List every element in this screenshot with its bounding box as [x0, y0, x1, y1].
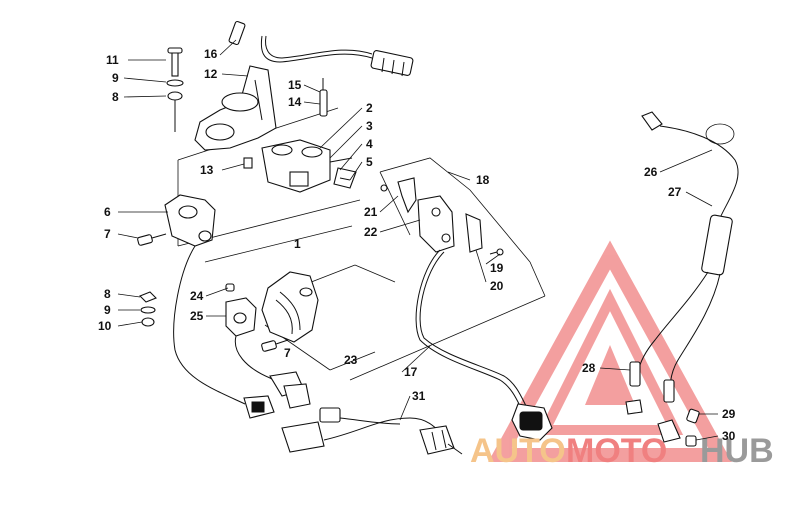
watermark-text: AUTO MOTO HUB — [470, 432, 774, 470]
label-part-22: 22 — [364, 225, 378, 239]
label-part-14: 14 — [288, 95, 302, 109]
watermark-hub: HUB — [700, 432, 774, 470]
label-part-30: 30 — [722, 429, 736, 443]
label-part-31: 31 — [412, 389, 426, 403]
label-part-19: 19 — [490, 261, 504, 275]
label-part-26: 26 — [644, 165, 658, 179]
sensor-part-25 — [225, 297, 257, 337]
nut-part-8-lower — [139, 291, 157, 303]
screw-part-24 — [225, 283, 235, 292]
label-part-3: 3 — [366, 119, 373, 133]
leader-lines — [117, 39, 719, 441]
label-part-23: 23 — [344, 353, 358, 367]
label-part-13: 13 — [200, 163, 214, 177]
assembly-box-18 — [349, 157, 546, 381]
label-part-9-lower: 9 — [104, 303, 111, 317]
part-labels: 11 9 8 16 12 15 14 2 3 4 5 13 6 7 1 8 9 … — [98, 47, 736, 443]
part-13 — [243, 157, 253, 169]
bracket-part-6 — [164, 194, 216, 247]
cable-part-16 — [228, 20, 414, 77]
washer-part-9-upper — [166, 79, 184, 87]
washer-part-9-lower — [140, 306, 156, 314]
label-part-29: 29 — [722, 407, 736, 421]
bracket-part-20 — [465, 213, 483, 253]
label-part-21: 21 — [364, 205, 378, 219]
label-part-8-upper: 8 — [112, 90, 119, 104]
label-part-7-lower: 7 — [284, 346, 291, 360]
nut-part-10 — [141, 317, 155, 327]
label-part-9-upper: 9 — [112, 71, 119, 85]
label-part-16: 16 — [204, 47, 218, 61]
label-part-20: 20 — [490, 279, 504, 293]
watermark-moto: MOTO — [566, 432, 667, 470]
label-part-8-lower: 8 — [104, 287, 111, 301]
cable-sensor-25 — [234, 335, 311, 409]
screw-part-7-lower — [261, 339, 289, 352]
terminal-part-14 — [319, 78, 328, 117]
screw-part-7-left — [137, 233, 167, 246]
switch-assembly-part-2 — [261, 139, 353, 193]
cap-part-30 — [657, 419, 697, 447]
label-part-25: 25 — [190, 309, 204, 323]
label-part-18: 18 — [476, 173, 490, 187]
bracket-part-12 — [194, 65, 277, 151]
label-part-5: 5 — [366, 155, 373, 169]
sensor-bracket-part-23 — [261, 271, 319, 343]
label-part-6: 6 — [104, 205, 111, 219]
label-part-27: 27 — [668, 185, 682, 199]
watermark-logo — [488, 240, 732, 462]
label-part-24: 24 — [190, 289, 204, 303]
cable-left — [173, 245, 275, 419]
label-part-2: 2 — [366, 101, 373, 115]
harness-part-31 — [281, 407, 463, 455]
label-part-12: 12 — [204, 67, 218, 81]
cable-part-17 — [415, 249, 553, 441]
label-part-15: 15 — [288, 78, 302, 92]
watermark-auto: AUTO — [470, 432, 566, 470]
screw-part-19 — [489, 248, 504, 256]
sensor-part-28 — [625, 361, 643, 415]
label-part-28: 28 — [582, 361, 596, 375]
label-part-17: 17 — [404, 365, 418, 379]
sensor-part-29 — [663, 379, 700, 424]
label-part-7-left: 7 — [104, 227, 111, 241]
nut-part-8-upper — [167, 91, 183, 132]
label-part-10: 10 — [98, 319, 112, 333]
bolt-part-11 — [167, 47, 183, 77]
hardware-part-4-5 — [333, 167, 357, 189]
label-part-11: 11 — [106, 53, 119, 67]
bracket-part-21 — [380, 177, 417, 214]
label-part-1: 1 — [294, 237, 301, 251]
plate-part-22 — [417, 195, 455, 253]
cable-part-26-27 — [637, 111, 739, 391]
label-part-4: 4 — [366, 137, 373, 151]
